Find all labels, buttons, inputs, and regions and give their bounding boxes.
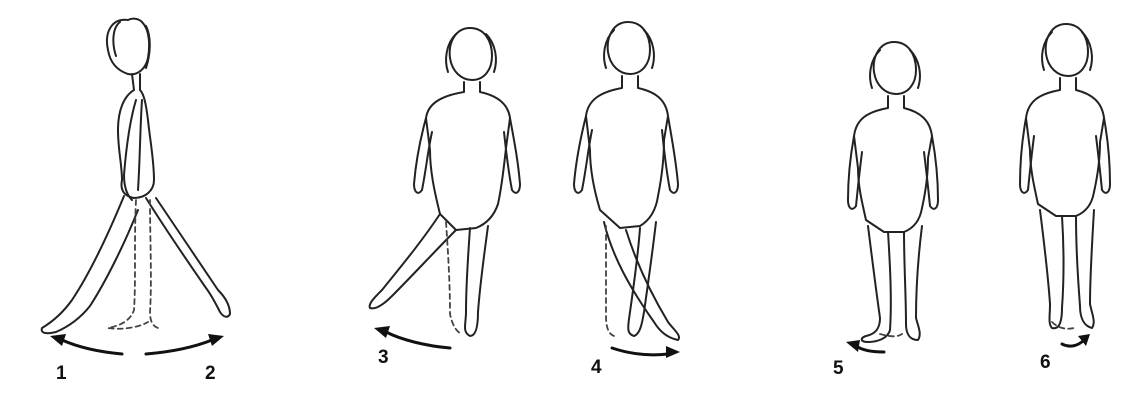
leg-back (146, 198, 230, 317)
arrow-2-head (208, 334, 224, 346)
label-movement-4: 4 (591, 358, 602, 377)
arrow-1 (62, 340, 122, 354)
head (450, 28, 492, 80)
arrow-5-head (846, 340, 860, 352)
leg-right (904, 226, 922, 340)
arm-right (662, 116, 678, 193)
figure-side-walking (42, 19, 230, 354)
arm (124, 100, 142, 200)
arrow-2 (146, 340, 212, 354)
arrow-4 (612, 348, 668, 355)
figure-front-leg-left (370, 28, 520, 348)
arrow-5 (856, 346, 884, 352)
torso (1026, 78, 1104, 216)
torso (854, 96, 932, 232)
figure-front-foot-right (1020, 24, 1110, 346)
label-movement-2: 2 (205, 364, 216, 383)
label-movement-6: 6 (1040, 353, 1051, 372)
leg-ghost (108, 200, 158, 329)
label-movement-3: 3 (378, 348, 389, 367)
arrow-1-head (50, 334, 66, 346)
leg-right (1076, 210, 1094, 328)
arrow-6 (1062, 340, 1084, 346)
label-movement-1: 1 (56, 364, 67, 383)
leg-left-out (370, 214, 456, 308)
leg-left (1040, 210, 1064, 328)
arm-right (504, 118, 520, 193)
hair (113, 22, 149, 68)
torso (586, 76, 668, 228)
foot-ghost (880, 334, 902, 336)
arrow-3-head (374, 326, 390, 338)
arrow-3 (386, 332, 450, 348)
leg-left (862, 226, 891, 342)
arrow-4-head (666, 346, 680, 358)
label-movement-5: 5 (833, 359, 844, 378)
figure-front-leg-cross (574, 22, 680, 358)
leg-front (42, 196, 138, 333)
leg-right (465, 226, 488, 336)
figure-front-foot-left (846, 42, 938, 352)
torso (426, 82, 510, 230)
